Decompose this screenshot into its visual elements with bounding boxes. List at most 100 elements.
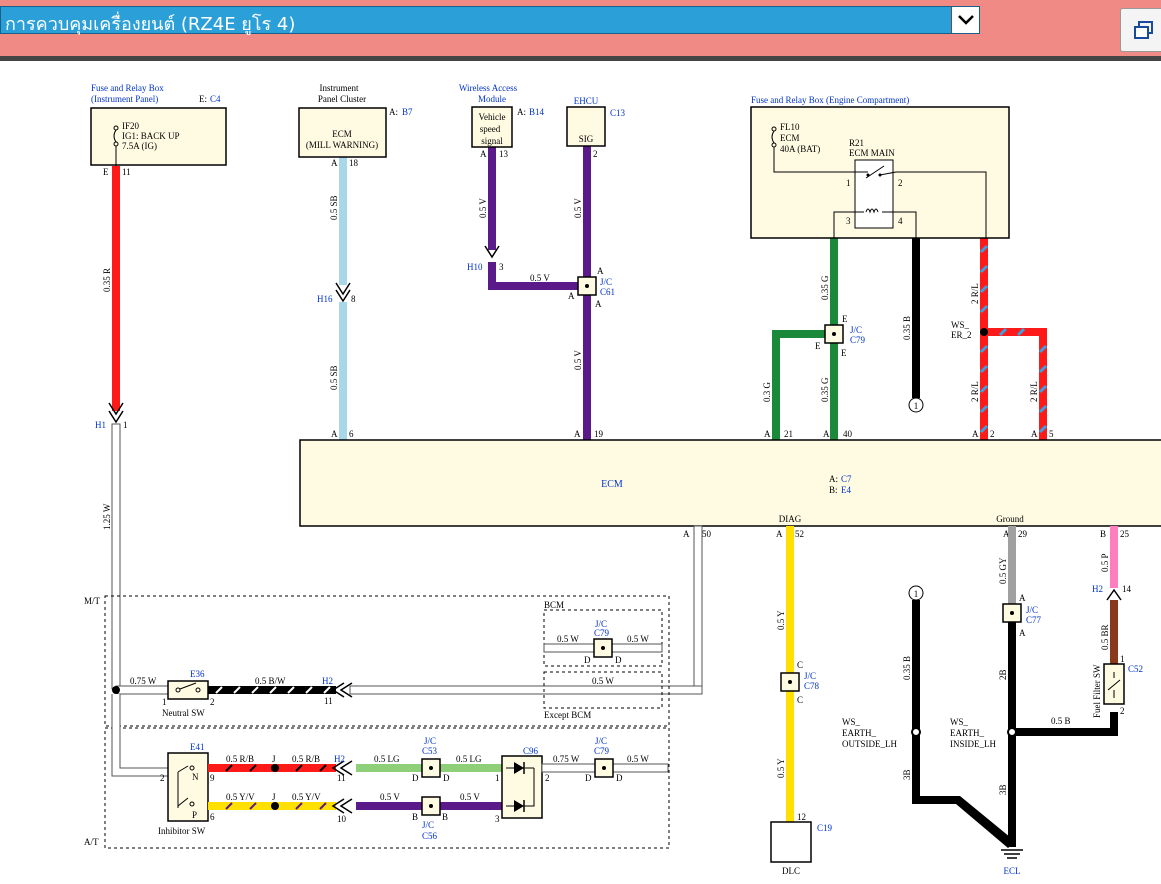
- c61-pin-left: A: [568, 291, 575, 301]
- ehcu-pin: 2: [593, 149, 598, 159]
- wire-w-main: [111, 423, 121, 690]
- c79-at-pin-right: D: [616, 773, 623, 783]
- c79-at-pin-left: D: [585, 773, 592, 783]
- c78-jc-label: J/C: [804, 671, 816, 681]
- h10-label: H10: [467, 262, 483, 272]
- fuse-ec-title: Fuse and Relay Box (Engine Compartment): [751, 95, 909, 105]
- neutral-conn: E36: [190, 669, 205, 679]
- c77-conn: C77: [1026, 615, 1042, 625]
- wire-label-g035-upper: 0.35 G: [820, 275, 830, 300]
- h1-pin: 1: [123, 420, 128, 430]
- wire-b-outside-diag: [912, 796, 1016, 848]
- wire-label-w125: 1.25 W: [102, 503, 112, 530]
- wire-label-w075: 0.75 W: [130, 676, 157, 686]
- wire-label-v-right: 0.5 V: [460, 792, 480, 802]
- c79-bcm-jc: J/C: [595, 619, 607, 629]
- wire-lg-left: [356, 764, 422, 772]
- c79-at-conn: C79: [594, 746, 610, 756]
- fuse-ip-l3: 7.5A (IG): [122, 141, 157, 151]
- dropdown-button[interactable]: [951, 7, 979, 33]
- ecm-pin52: 52: [795, 529, 804, 539]
- restore-window-button[interactable]: [1120, 8, 1161, 52]
- wire-w-c79-right: [612, 763, 669, 773]
- wire-w-bcm-left: [543, 643, 600, 653]
- c96-p3: 3: [495, 814, 500, 824]
- dlc-box: [770, 821, 812, 863]
- relay-p2: 2: [898, 178, 903, 188]
- diagram-select[interactable]: การควบคุมเครื่องยนต์ (RZ4E ยูโร 4): [0, 6, 980, 35]
- wire-label-yv-left: 0.5 Y/V: [226, 792, 255, 802]
- wire-sb-upper: [339, 157, 347, 285]
- c96-p1: 1: [495, 773, 500, 783]
- ecm-conn-b-prefix: B:: [829, 485, 838, 495]
- ecm-pin2-letter: A: [972, 429, 979, 439]
- wire-label-v-ehcu-upper: 0.5 V: [573, 198, 583, 218]
- ecm-pin29-letter: A: [1003, 529, 1010, 539]
- ehcu-conn: C13: [610, 108, 626, 118]
- ecm-pin21: 21: [784, 429, 793, 439]
- neutral-p1: 1: [162, 697, 167, 707]
- relay-p3: 3: [846, 216, 851, 226]
- wam-subtitle: Module: [478, 94, 506, 104]
- ws-outside-splice: [911, 727, 921, 737]
- cluster-subtitle: Panel Cluster: [318, 94, 366, 104]
- relay-p4: 4: [898, 216, 903, 226]
- h2-neutral-label: H2: [322, 676, 333, 686]
- j-yv-label: J: [272, 792, 276, 802]
- window-restore-icon: [1134, 21, 1153, 39]
- c96-p2: 2: [545, 773, 550, 783]
- wire-w-c96: [541, 763, 596, 773]
- c56-conn: C56: [422, 831, 438, 841]
- inhibitor-pin6: 6: [210, 812, 215, 822]
- fuse-ip-conn-prefix: E:: [199, 94, 207, 104]
- ecm-conn-a-prefix: A:: [829, 474, 838, 484]
- ecl-label: ECL: [1004, 866, 1021, 876]
- wire-r: [112, 166, 120, 411]
- fuse-ec-l1: FL10: [780, 122, 800, 132]
- cluster-box: [298, 107, 387, 158]
- at-dashed-box: [104, 727, 670, 849]
- diagram-select-value: การควบคุมเครื่องยนต์ (RZ4E ยูโร 4): [5, 14, 296, 35]
- wire-p: [1110, 526, 1118, 588]
- ws-in-l3: INSIDE_LH: [950, 739, 996, 749]
- ehcu-box: [566, 106, 606, 147]
- dlc-pin: 12: [797, 812, 806, 822]
- bw-stripes: [215, 686, 331, 694]
- wire-label-v-wam: 0.5 V: [478, 198, 488, 218]
- wire-label-rl-branch: 2 R/L: [1029, 381, 1039, 402]
- wire-label-2b: 2B: [998, 669, 1008, 680]
- ground-ref-label: 1: [914, 401, 919, 411]
- inhibitor-pin9: 9: [210, 773, 215, 783]
- bcm-dashed-box: [543, 609, 663, 667]
- wam-conn: B14: [529, 107, 545, 117]
- ecm-diag-label: DIAG: [779, 514, 802, 524]
- wire-label-bw: 0.5 B/W: [255, 676, 286, 686]
- ws-er2-l1: WS_: [951, 320, 970, 330]
- wire-label-lg-left: 0.5 LG: [374, 754, 400, 764]
- c79-bcm-conn: C79: [594, 628, 610, 638]
- ecm-pin25-letter: B: [1100, 529, 1106, 539]
- wire-rl-branch-h: [984, 328, 1047, 336]
- c78-conn: C78: [804, 681, 820, 691]
- wire-rl-main: [980, 238, 988, 440]
- j-rb-label: J: [272, 754, 276, 764]
- ecm-pin29: 29: [1018, 529, 1028, 539]
- wire-label-lg-right: 0.5 LG: [456, 754, 482, 764]
- h2-neutral-pin: 11: [324, 696, 333, 706]
- ecm-box: [299, 439, 1161, 527]
- wire-w-bcm-right: [606, 643, 663, 653]
- ecm-pin21-letter: A: [764, 429, 771, 439]
- inhibitor-p: P: [192, 810, 197, 820]
- wire-v-right: [440, 802, 502, 810]
- except-bcm-label: Except BCM: [544, 710, 591, 720]
- cluster-conn: B7: [402, 107, 413, 117]
- wire-label-3b-right: 3B: [998, 784, 1008, 795]
- h2-rb-pin: 11: [337, 773, 346, 783]
- fuse-ip-subtitle: (Instrument Panel): [91, 94, 158, 104]
- c53-pin-left: D: [412, 773, 419, 783]
- wire-label-v-h: 0.5 V: [530, 273, 550, 283]
- c79-pin-left: E: [815, 341, 821, 351]
- ecm-pin2: 2: [990, 429, 995, 439]
- wire-label-w05-bcm-right: 0.5 W: [627, 634, 649, 644]
- fuel-filter-p2: 2: [1120, 706, 1125, 716]
